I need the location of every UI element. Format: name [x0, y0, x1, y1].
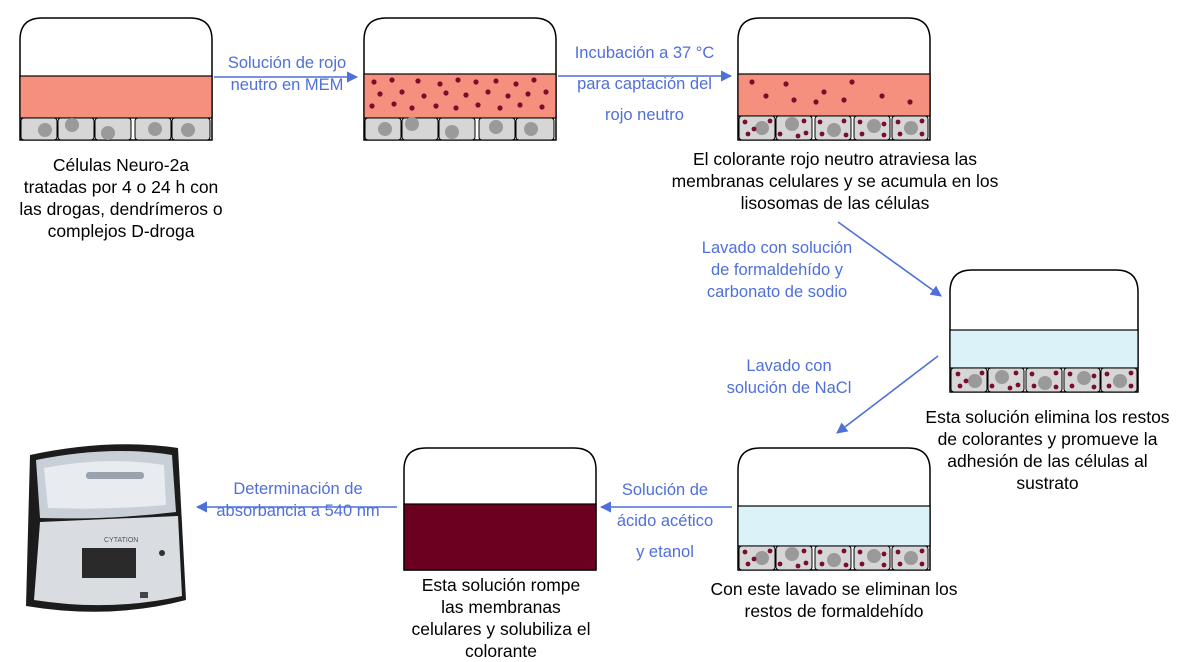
well-step-6 — [403, 447, 597, 571]
stained-cell-layer — [738, 545, 929, 571]
caption-step-1: Células Neuro-2a tratadas por 4 o 24 h c… — [19, 155, 223, 241]
stained-cell-layer — [738, 115, 929, 141]
plate-reader-icon: CYTATION — [26, 444, 186, 612]
stained-cell-layer — [950, 367, 1138, 393]
caption-step-6: Esta solución rompe las membranas celula… — [411, 575, 591, 661]
reader-logo: CYTATION — [104, 537, 138, 544]
dye-dots — [749, 79, 913, 105]
arrow-step-3 — [837, 221, 942, 297]
cell-layer — [364, 117, 555, 141]
well-step-2 — [363, 17, 557, 141]
step-label-5: Solución de ácido acético y etanol — [616, 481, 714, 561]
step-label-3: Lavado con solución de formaldehído y ca… — [701, 239, 853, 301]
dye-dots — [369, 77, 549, 111]
well-step-1 — [19, 17, 213, 141]
step-label-6: Determinación de absorbancia a 540 nm — [216, 480, 380, 520]
caption-step-3: El colorante rojo neutro atraviesa las m… — [671, 149, 999, 213]
well-step-5 — [737, 447, 931, 571]
step-label-4: Lavado con solución de NaCl — [726, 357, 852, 397]
well-step-4 — [949, 269, 1139, 393]
cell-layer — [20, 117, 211, 141]
step-label-1: Solución de rojo neutro en MEM — [227, 54, 347, 94]
caption-step-5: Con este lavado se eliminan los restos d… — [710, 579, 958, 621]
well-step-3 — [737, 17, 931, 141]
arrow-step-4 — [836, 355, 939, 434]
caption-step-4: Esta solución elimina los restos de colo… — [925, 407, 1170, 493]
step-label-2: Incubación a 37 °C para captación del ro… — [574, 44, 715, 124]
